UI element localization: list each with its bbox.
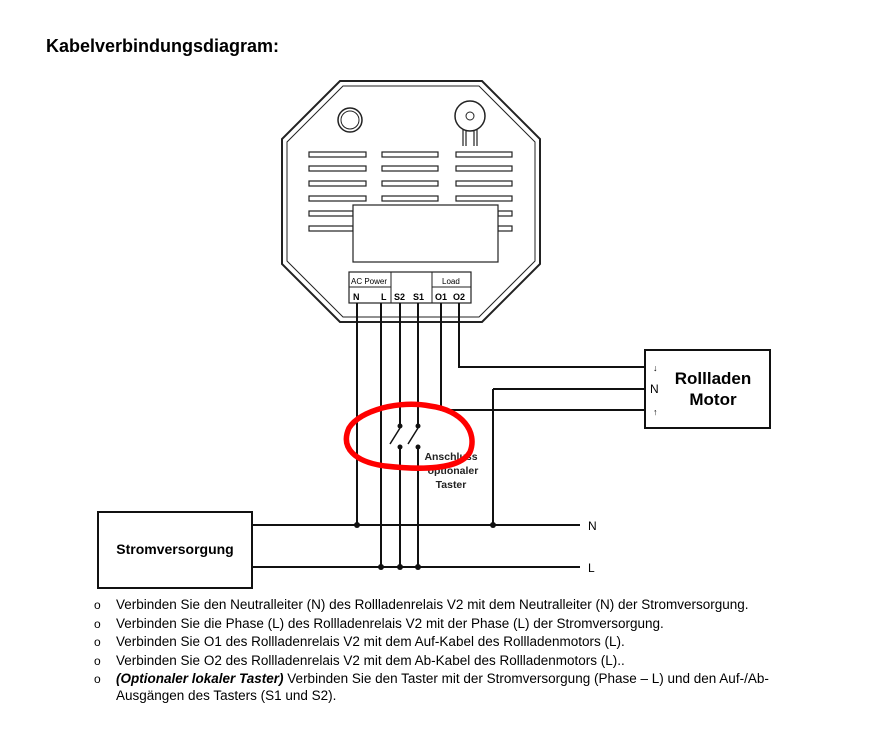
power-supply-box <box>97 511 253 589</box>
line-l-label: L <box>588 561 595 575</box>
bullet-marker: o <box>94 653 101 668</box>
motor-pin-n: N <box>650 382 659 396</box>
relay-device <box>281 80 541 323</box>
terminal-l: L <box>381 292 387 302</box>
line-n-label: N <box>588 519 597 533</box>
terminal-o2: O2 <box>453 292 465 302</box>
terminal-labels: N L S2 S1 O1 O2 <box>353 292 465 302</box>
vent-slots <box>308 151 513 232</box>
wires <box>252 303 645 568</box>
motor-pin-down: ↓ <box>653 363 658 373</box>
terminal-s1: S1 <box>413 292 424 302</box>
bullet-marker: o <box>94 672 101 686</box>
annotation-circle <box>343 401 475 471</box>
bullet-marker: o <box>94 616 101 631</box>
bullet-marker: o <box>94 635 101 649</box>
motor-label-1: Rollladen <box>675 369 752 388</box>
motor-box <box>644 349 771 429</box>
motor-label-2: Motor <box>689 390 737 409</box>
page-title: Kabelverbindungsdiagram: <box>46 36 280 56</box>
motor-pin-up: ↑ <box>653 407 658 417</box>
keyhole <box>454 100 486 132</box>
label-area <box>352 204 499 263</box>
terminal-s2: S2 <box>394 292 405 302</box>
terminal-o1: O1 <box>435 292 447 302</box>
bullet-marker: o <box>94 598 101 612</box>
switch-label-3: Taster <box>436 479 467 491</box>
power-supply-label: Stromversorgung <box>116 541 233 557</box>
terminal-group-load: Load <box>442 277 460 286</box>
list-item: o(Optionaler lokaler Taster) Verbinden S… <box>94 671 769 703</box>
junction-dots <box>354 423 496 570</box>
terminal-n: N <box>353 292 360 302</box>
mounting-hole <box>337 107 363 133</box>
terminal-group-ac-power: AC Power <box>351 277 387 286</box>
